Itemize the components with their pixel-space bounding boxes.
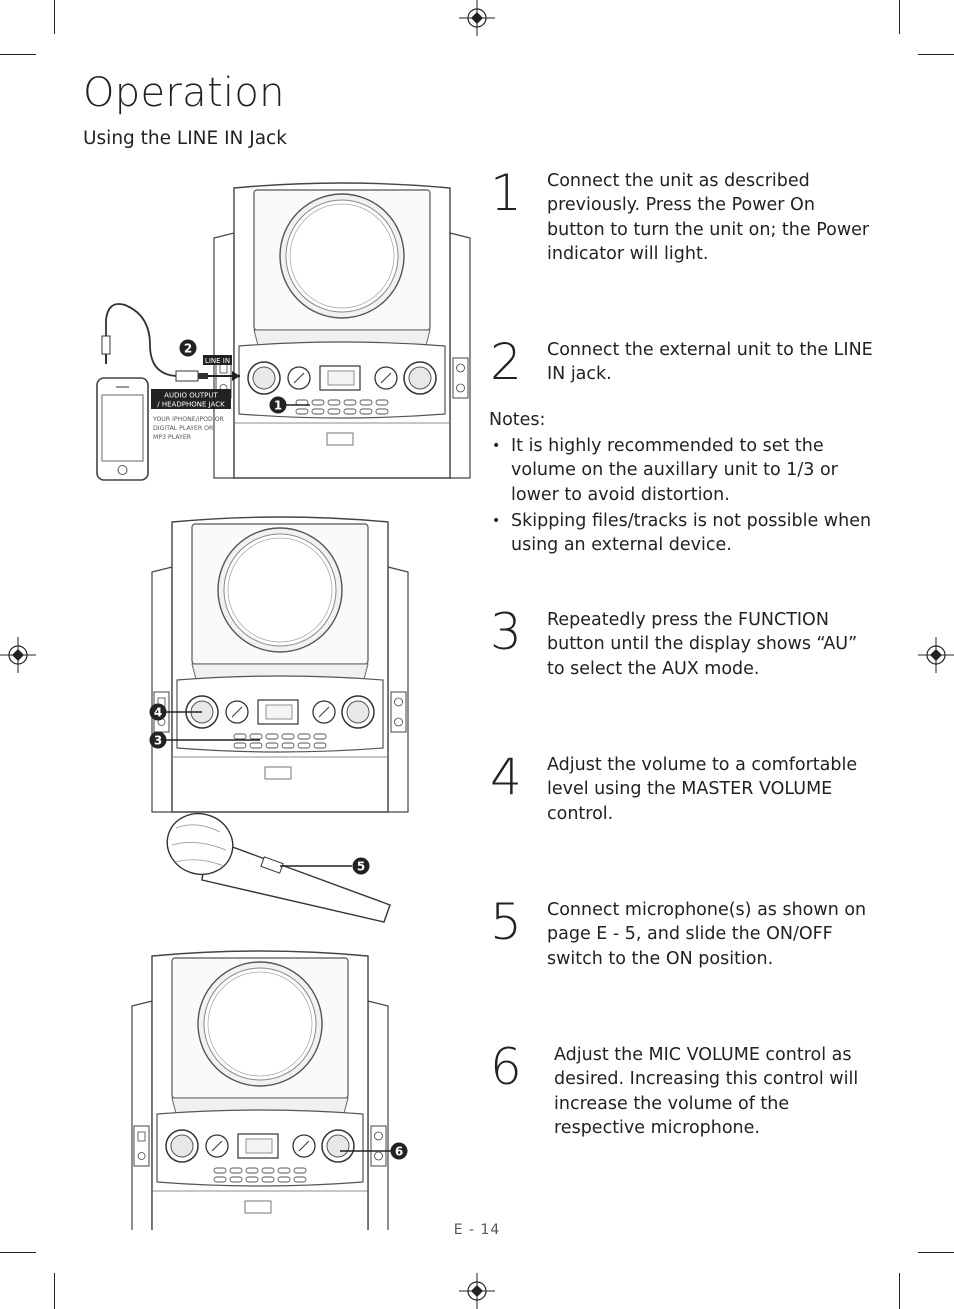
svg-text:6: 6 bbox=[395, 1145, 403, 1159]
svg-text:3: 3 bbox=[154, 734, 162, 748]
svg-text:5: 5 bbox=[357, 860, 365, 874]
callout-5: 5 bbox=[280, 857, 370, 875]
registration-mark-icon bbox=[459, 1273, 495, 1309]
crop-mark bbox=[899, 0, 900, 34]
crop-mark bbox=[54, 1273, 55, 1309]
step-number-6: 6 bbox=[490, 1038, 522, 1096]
device-caption: YOUR iPHONE/iPOD OR bbox=[152, 416, 225, 423]
callout-2: 2 bbox=[179, 339, 197, 357]
svg-text:4: 4 bbox=[154, 706, 162, 720]
step-number-5: 5 bbox=[490, 893, 522, 951]
karaoke-unit-top bbox=[213, 182, 471, 479]
smartphone-icon bbox=[96, 377, 149, 481]
device-caption: MP3 PLAYER bbox=[153, 434, 192, 441]
karaoke-unit-bottom bbox=[131, 950, 389, 1230]
svg-text:1: 1 bbox=[274, 399, 282, 413]
callout-1: 1 bbox=[269, 396, 310, 414]
crop-mark bbox=[54, 0, 55, 34]
registration-mark-icon bbox=[0, 637, 36, 673]
registration-mark-icon bbox=[918, 637, 954, 673]
callout-4: 4 bbox=[149, 703, 202, 721]
crop-mark bbox=[899, 1273, 900, 1309]
step-number-2: 2 bbox=[490, 333, 522, 391]
page-title: Operation bbox=[83, 70, 285, 116]
crop-mark bbox=[918, 54, 954, 55]
device-caption: DIGITAL PLAYER OR bbox=[153, 425, 214, 432]
step-text-3: Repeatedly press the FUNCTION button unt… bbox=[547, 610, 858, 679]
microphone-icon bbox=[166, 813, 391, 923]
notes-list: It is highly recommended to set the volu… bbox=[489, 434, 879, 559]
note-item: Skipping files/tracks is not possible wh… bbox=[489, 509, 879, 558]
notes-heading: Notes: bbox=[489, 410, 546, 430]
step-number-3: 3 bbox=[490, 603, 522, 661]
page-number: E - 14 bbox=[453, 1222, 501, 1238]
callout-6: 6 bbox=[340, 1142, 408, 1160]
step-text-6: Adjust the MIC VOLUME control as desired… bbox=[554, 1045, 859, 1138]
step-text-5: Connect microphone(s) as shown on page E… bbox=[547, 900, 867, 969]
callout-3: 3 bbox=[149, 731, 260, 749]
step-number-1: 1 bbox=[490, 164, 522, 222]
step-number-4: 4 bbox=[490, 748, 522, 806]
karaoke-unit-middle bbox=[151, 516, 409, 813]
headphone-jack-label: / HEADPHONE JACK bbox=[157, 401, 225, 409]
note-item: It is highly recommended to set the volu… bbox=[489, 434, 879, 507]
crop-mark bbox=[0, 1252, 36, 1253]
section-subtitle: Using the LINE IN Jack bbox=[83, 128, 287, 149]
audio-cable bbox=[105, 303, 177, 377]
step-text-2: Connect the external unit to the LINE IN… bbox=[547, 340, 873, 385]
audio-output-label: AUDIO OUTPUT bbox=[164, 392, 218, 400]
crop-mark bbox=[0, 54, 36, 55]
line-in-label: LINE IN bbox=[205, 357, 230, 365]
crop-mark bbox=[918, 1252, 954, 1253]
registration-mark-icon bbox=[459, 0, 495, 36]
svg-text:2: 2 bbox=[184, 342, 192, 356]
operation-illustration: LINE IN AUDIO OUTPUT / HEADPHONE JACK YO… bbox=[96, 182, 471, 1230]
step-text-4: Adjust the volume to a comfortable level… bbox=[547, 755, 858, 824]
step-text-1: Connect the unit as described previously… bbox=[547, 171, 870, 264]
